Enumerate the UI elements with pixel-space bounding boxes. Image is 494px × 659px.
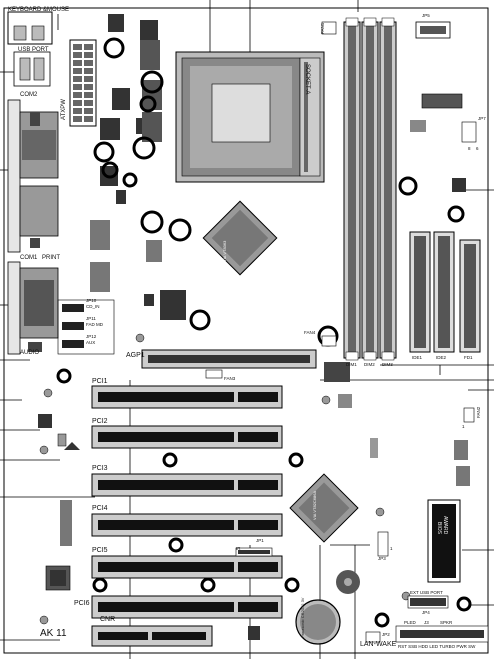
audio-headers — [57, 299, 115, 355]
label-pci2: PCI2 — [92, 418, 108, 425]
label-jp4: JP4 — [422, 610, 430, 615]
label-cd-in: CD_IN — [86, 304, 100, 309]
label-via-north: VIA VT8363 — [222, 240, 227, 262]
label-keyboard-mouse: KEYBOARD &MOUSE — [8, 7, 70, 13]
label-jp3: JP3 — [378, 556, 386, 561]
label-audio: AUDIO — [20, 350, 40, 356]
label-pci4: PCI4 — [92, 505, 108, 512]
label-via-south: VIA VT82C686A — [312, 490, 317, 520]
rear-io — [7, 11, 59, 355]
label-bios: BIOS — [436, 522, 442, 534]
label-pin8: 8 — [468, 146, 471, 151]
fan-headers — [205, 335, 475, 423]
right-bottom-parts — [235, 438, 489, 645]
label-award: AWARD — [442, 516, 448, 535]
label-fan2: FAN2 — [476, 406, 481, 418]
label-pci3: PCI3 — [92, 465, 108, 472]
left-chips — [38, 414, 80, 591]
label-pci1: PCI1 — [92, 378, 108, 385]
label-fan1: FAN1 — [320, 22, 325, 34]
label-j3: J3 — [424, 620, 429, 625]
label-fad-mod: FAD MD — [86, 322, 104, 327]
cpu-socket — [175, 51, 325, 183]
label-fan4: FAN4 — [304, 330, 316, 335]
label-pin1-jp3: 1 — [390, 546, 393, 551]
agp-slot — [141, 349, 317, 369]
label-panel-pins: RST SSB HDD LED TURBO PWR SW — [398, 644, 476, 649]
label-pci5: PCI5 — [92, 547, 108, 554]
label-cnr: CNR — [100, 616, 116, 623]
ide-fdd-connectors — [409, 231, 481, 353]
label-pin6: 6 — [476, 146, 479, 151]
dimm-slots — [343, 17, 397, 361]
atx-power — [69, 39, 97, 127]
label-spkr: SPKR — [440, 620, 453, 625]
label-fan3: FAN3 — [224, 376, 236, 381]
label-ext-usb: EXT USB PORT — [410, 590, 443, 595]
label-dim1: DIM1 — [346, 362, 357, 367]
north-bridge — [202, 200, 278, 276]
pci-slots — [91, 385, 283, 619]
label-jp1: JP1 — [256, 538, 264, 543]
label-com1: COM1 — [20, 255, 38, 261]
capacitors — [56, 37, 472, 628]
label-pin1-fan2: 1 — [462, 424, 465, 429]
label-dim3: DIM3 — [382, 362, 393, 367]
right-top-parts — [321, 21, 477, 192]
label-jp2: JP2 — [382, 632, 390, 637]
south-bridge — [289, 473, 359, 543]
label-fdd: FD1 — [464, 355, 473, 360]
label-print: PRINT — [42, 255, 60, 261]
label-model: AK 11 — [40, 628, 67, 639]
bios-chip — [427, 499, 461, 583]
label-usb-port: USB PORT — [18, 47, 49, 53]
label-jp5: JP5 — [422, 13, 430, 18]
label-agp1: AGP1 — [126, 352, 145, 359]
label-ide1: IDE1 — [412, 355, 423, 360]
label-jp11: JP11 — [86, 316, 96, 321]
label-com2: COM2 — [20, 92, 38, 98]
label-dim2: DIM2 — [364, 362, 375, 367]
label-aux: AUX — [86, 340, 96, 345]
label-jp7: JP7 — [478, 116, 486, 121]
label-socket: SOCKET-A — [304, 64, 310, 95]
label-pci6: PCI6 — [74, 600, 90, 607]
label-ir: IR — [236, 546, 241, 551]
label-atx-pw: ATXPW — [61, 99, 67, 120]
label-lan-wake: LAN-WAKE — [360, 641, 397, 648]
label-pled: PLED — [404, 620, 416, 625]
label-battery: Panasonic CR2032 3V — [300, 597, 305, 638]
cnr-slot — [91, 625, 213, 647]
label-jp12: JP12 — [86, 334, 97, 339]
label-ide2: IDE2 — [436, 355, 447, 360]
board-outline — [3, 7, 489, 654]
label-jp10: JP10 — [86, 298, 97, 303]
